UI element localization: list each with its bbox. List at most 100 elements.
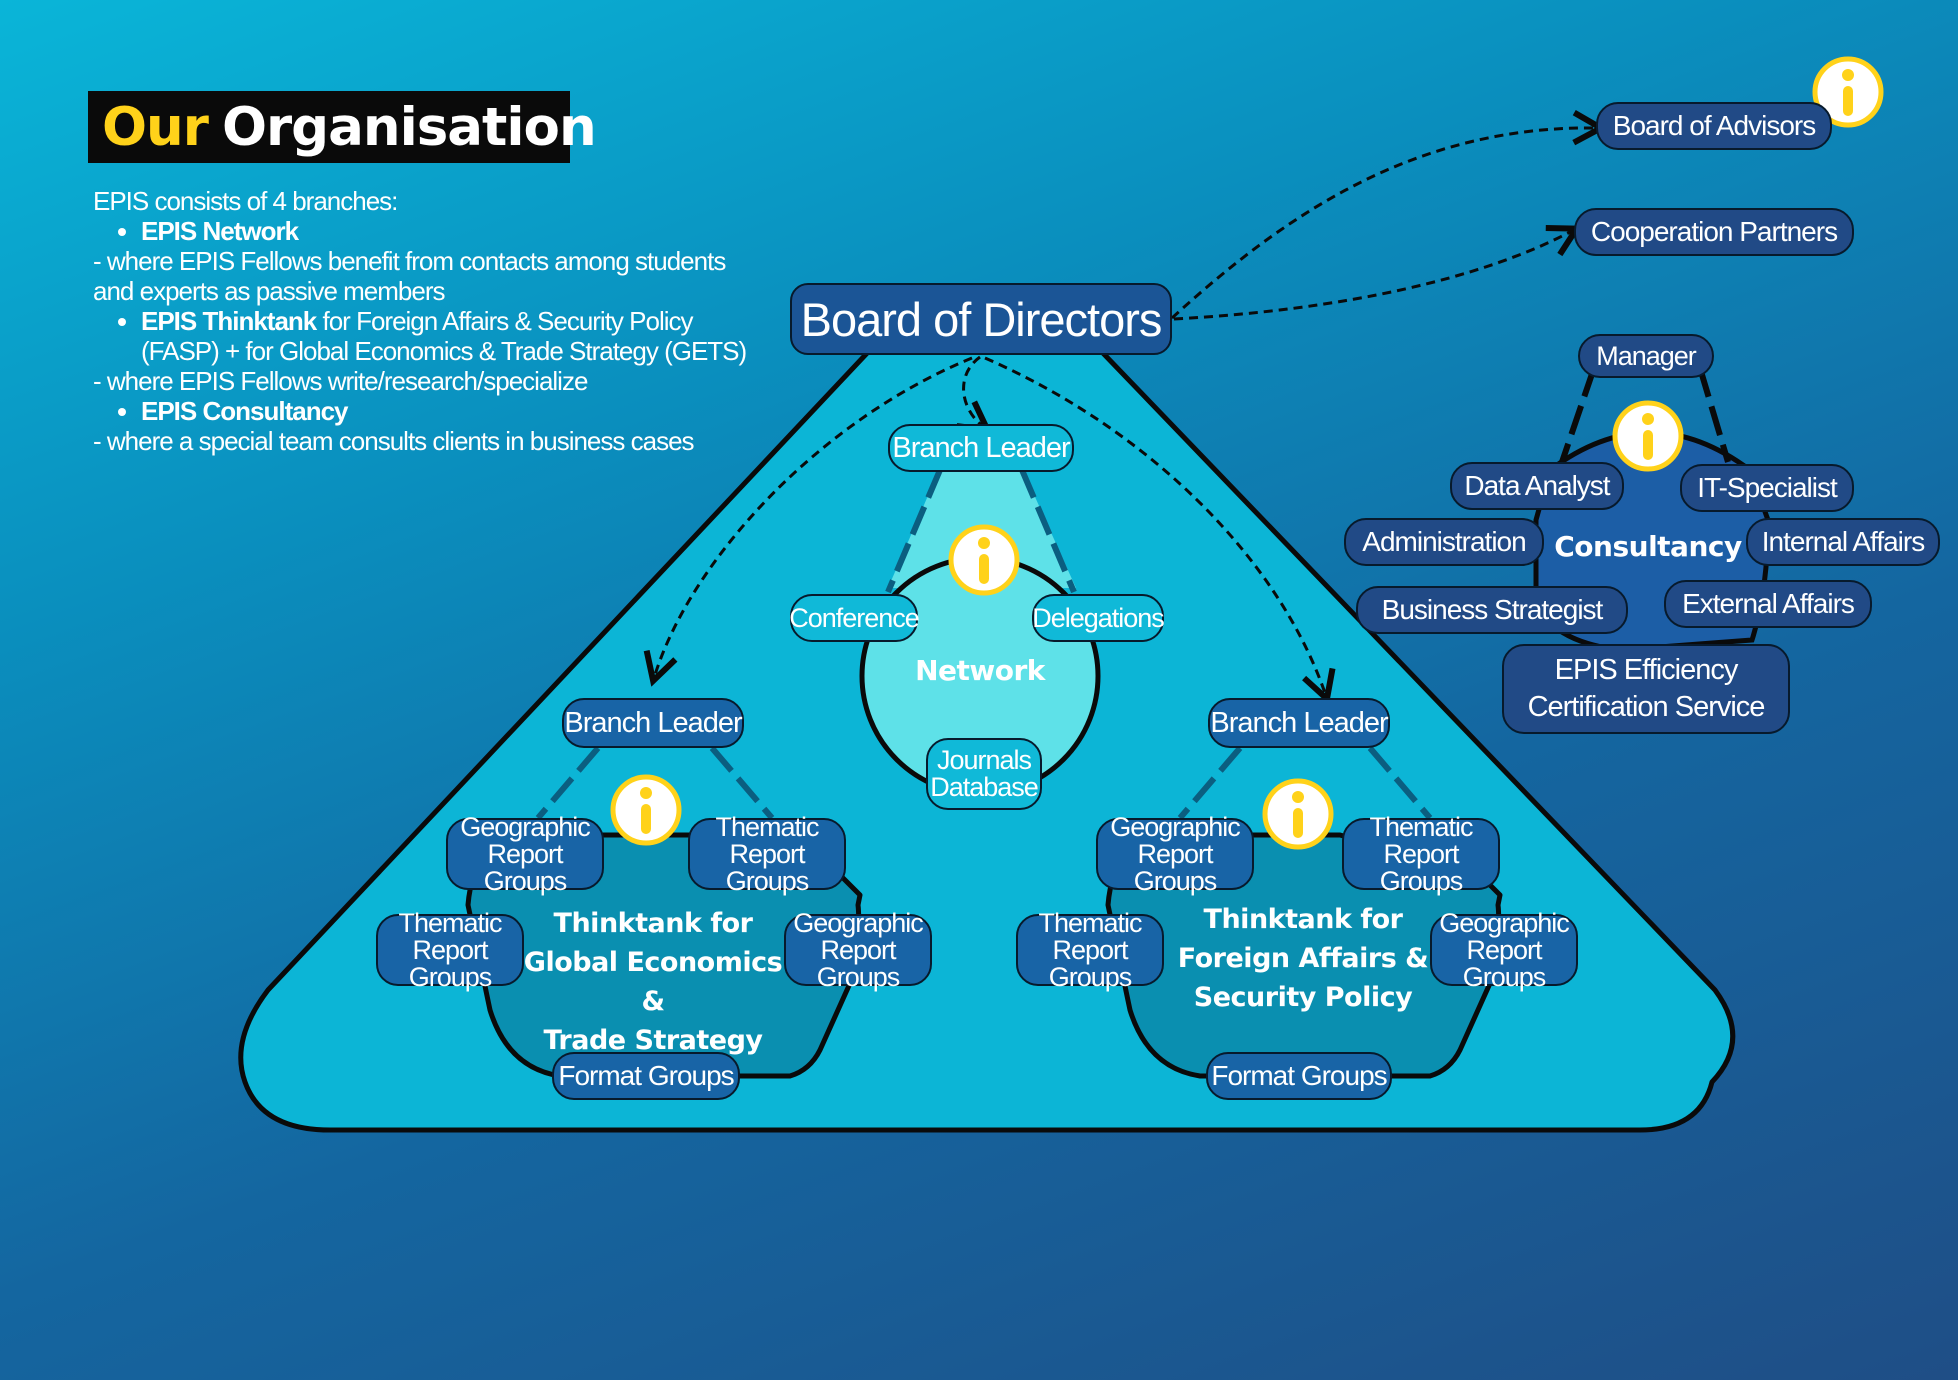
- consultancy-manager[interactable]: Manager: [1578, 334, 1714, 378]
- network-label: Network: [915, 654, 1045, 687]
- gets-geographic-top[interactable]: Geographic Report Groups: [446, 813, 604, 894]
- gets-label: Thinktank for Global Economics & Trade S…: [520, 904, 786, 1060]
- network-delegations[interactable]: Delegations: [1032, 594, 1165, 642]
- branch-consultancy-name: EPIS Consultancy: [141, 396, 348, 426]
- intro-lead: EPIS consists of 4 branches:: [93, 186, 398, 216]
- data-analyst-label: Data Analyst: [1464, 470, 1610, 501]
- consultancy-internal-affairs[interactable]: Internal Affairs: [1746, 518, 1940, 566]
- fasp-hexagon: [1105, 832, 1503, 1079]
- fasp-link-right: [1367, 746, 1433, 820]
- gets-format-groups[interactable]: Format Groups: [552, 1052, 740, 1100]
- info-icon[interactable]: [1262, 778, 1334, 850]
- network-link-right: [1019, 468, 1077, 594]
- gets-them-top-1: Thematic: [715, 811, 819, 842]
- arrow-to-gets-leader: [654, 356, 973, 678]
- it-specialist-label: IT-Specialist: [1697, 472, 1837, 503]
- fasp-link-left: [1177, 746, 1243, 820]
- fasp-geo-top-2: Report Groups: [1133, 838, 1218, 896]
- title-rest: Organisation: [221, 96, 597, 158]
- gets-geo-side-1: Geographic: [793, 907, 924, 938]
- gets-label-line3: Trade Strategy: [543, 1025, 763, 1056]
- consultancy-external-affairs[interactable]: External Affairs: [1664, 580, 1872, 628]
- network-conference-label: Conference: [789, 602, 920, 633]
- cooperation-partners[interactable]: Cooperation Partners: [1574, 208, 1854, 256]
- fasp-label-line3: Security Policy: [1193, 982, 1413, 1013]
- title-accent: Our: [102, 96, 209, 158]
- fasp-label: Thinktank for Foreign Affairs & Security…: [1168, 900, 1438, 1017]
- fasp-format-groups[interactable]: Format Groups: [1206, 1052, 1392, 1100]
- gets-them-side-2: Report Groups: [408, 934, 493, 992]
- fasp-geo-side-2: Report Groups: [1462, 934, 1547, 992]
- fasp-geographic-side[interactable]: Geographic Report Groups: [1430, 909, 1578, 990]
- gets-branch-leader-label: Branch Leader: [564, 706, 742, 739]
- arrow-to-network-leader: [964, 355, 985, 428]
- branch-thinktank-desc: - where EPIS Fellows write/research/spec…: [93, 366, 588, 396]
- consultancy-link-left: [1559, 367, 1597, 463]
- board-of-advisors[interactable]: Board of Advisors: [1596, 102, 1832, 150]
- fasp-label-line2: Foreign Affairs &: [1177, 943, 1429, 974]
- gets-label-line1: Thinktank for: [553, 908, 753, 939]
- administration-label: Administration: [1362, 526, 1526, 557]
- gets-branch-leader[interactable]: Branch Leader: [562, 698, 744, 748]
- network-journals-database[interactable]: Journals Database: [926, 738, 1042, 810]
- journals-line1: Journals: [936, 745, 1032, 775]
- gets-link-left: [535, 746, 601, 820]
- info-icon[interactable]: [1812, 56, 1884, 128]
- board-of-directors[interactable]: Board of Directors: [790, 283, 1172, 355]
- efficiency-line2: Certification Service: [1527, 691, 1766, 723]
- fasp-geographic-top[interactable]: Geographic Report Groups: [1096, 813, 1254, 894]
- network-branch-leader[interactable]: Branch Leader: [888, 424, 1074, 472]
- branch-network-desc: - where EPIS Fellows benefit from contac…: [93, 246, 726, 306]
- fasp-format-label: Format Groups: [1211, 1060, 1387, 1091]
- consultancy-label: Consultancy: [1554, 530, 1742, 563]
- info-icon[interactable]: [948, 524, 1020, 596]
- consultancy-efficiency-service[interactable]: EPIS Efficiency Certification Service: [1502, 644, 1790, 734]
- gets-format-label: Format Groups: [558, 1060, 734, 1091]
- branch-network-name: EPIS Network: [141, 216, 299, 246]
- consultancy-it-specialist[interactable]: IT-Specialist: [1680, 464, 1854, 512]
- fasp-them-side-2: Report Groups: [1048, 934, 1133, 992]
- gets-geographic-side[interactable]: Geographic Report Groups: [784, 909, 932, 990]
- consultancy-administration[interactable]: Administration: [1344, 518, 1544, 566]
- internal-affairs-label: Internal Affairs: [1761, 526, 1925, 557]
- fasp-geo-top-1: Geographic: [1110, 811, 1241, 842]
- cooperation-partners-label: Cooperation Partners: [1590, 216, 1838, 247]
- fasp-thematic-side[interactable]: Thematic Report Groups: [1016, 909, 1164, 990]
- external-affairs-label: External Affairs: [1682, 588, 1855, 619]
- arrow-to-fasp-leader: [984, 356, 1326, 696]
- gets-thematic-top[interactable]: Thematic Report Groups: [688, 813, 846, 894]
- fasp-them-top-2: Report Groups: [1379, 838, 1464, 896]
- fasp-label-line1: Thinktank for: [1203, 904, 1403, 935]
- network-delegations-label: Delegations: [1032, 602, 1165, 633]
- gets-hexagon: [465, 832, 863, 1079]
- branch-consultancy-desc: - where a special team consults clients …: [93, 426, 695, 456]
- info-icon[interactable]: [610, 774, 682, 846]
- gets-thematic-side[interactable]: Thematic Report Groups: [376, 909, 524, 990]
- gets-geo-top-2: Report Groups: [483, 838, 568, 896]
- network-link-left: [885, 468, 943, 594]
- manager-label: Manager: [1596, 340, 1697, 371]
- intro-text: EPIS consists of 4 branches: EPIS Networ…: [93, 186, 757, 456]
- fasp-geo-side-1: Geographic: [1439, 907, 1570, 938]
- consultancy-business-strategist[interactable]: Business Strategist: [1356, 586, 1628, 634]
- gets-geo-top-1: Geographic: [460, 811, 591, 842]
- network-conference[interactable]: Conference: [789, 594, 920, 642]
- fasp-branch-leader[interactable]: Branch Leader: [1208, 698, 1390, 748]
- board-of-directors-label: Board of Directors: [800, 292, 1163, 346]
- gets-them-side-1: Thematic: [398, 907, 502, 938]
- network-branch-leader-label: Branch Leader: [892, 431, 1070, 464]
- page-title: Our Organisation: [88, 91, 597, 163]
- fasp-thematic-top[interactable]: Thematic Report Groups: [1342, 813, 1500, 894]
- branch-thinktank-rest: for Foreign Affairs & Security Policy (F…: [141, 306, 747, 366]
- branch-thinktank-name: EPIS Thinktank: [141, 306, 317, 336]
- gets-them-top-2: Report Groups: [725, 838, 810, 896]
- fasp-them-side-1: Thematic: [1038, 907, 1142, 938]
- consultancy-link-right: [1697, 367, 1731, 463]
- journals-line2: Database: [930, 772, 1039, 802]
- business-strategist-label: Business Strategist: [1381, 594, 1604, 625]
- gets-label-line2: Global Economics &: [523, 947, 783, 1017]
- fasp-branch-leader-label: Branch Leader: [1210, 706, 1388, 739]
- board-of-advisors-label: Board of Advisors: [1612, 110, 1816, 141]
- info-icon[interactable]: [1612, 400, 1684, 472]
- consultancy-data-analyst[interactable]: Data Analyst: [1450, 462, 1624, 510]
